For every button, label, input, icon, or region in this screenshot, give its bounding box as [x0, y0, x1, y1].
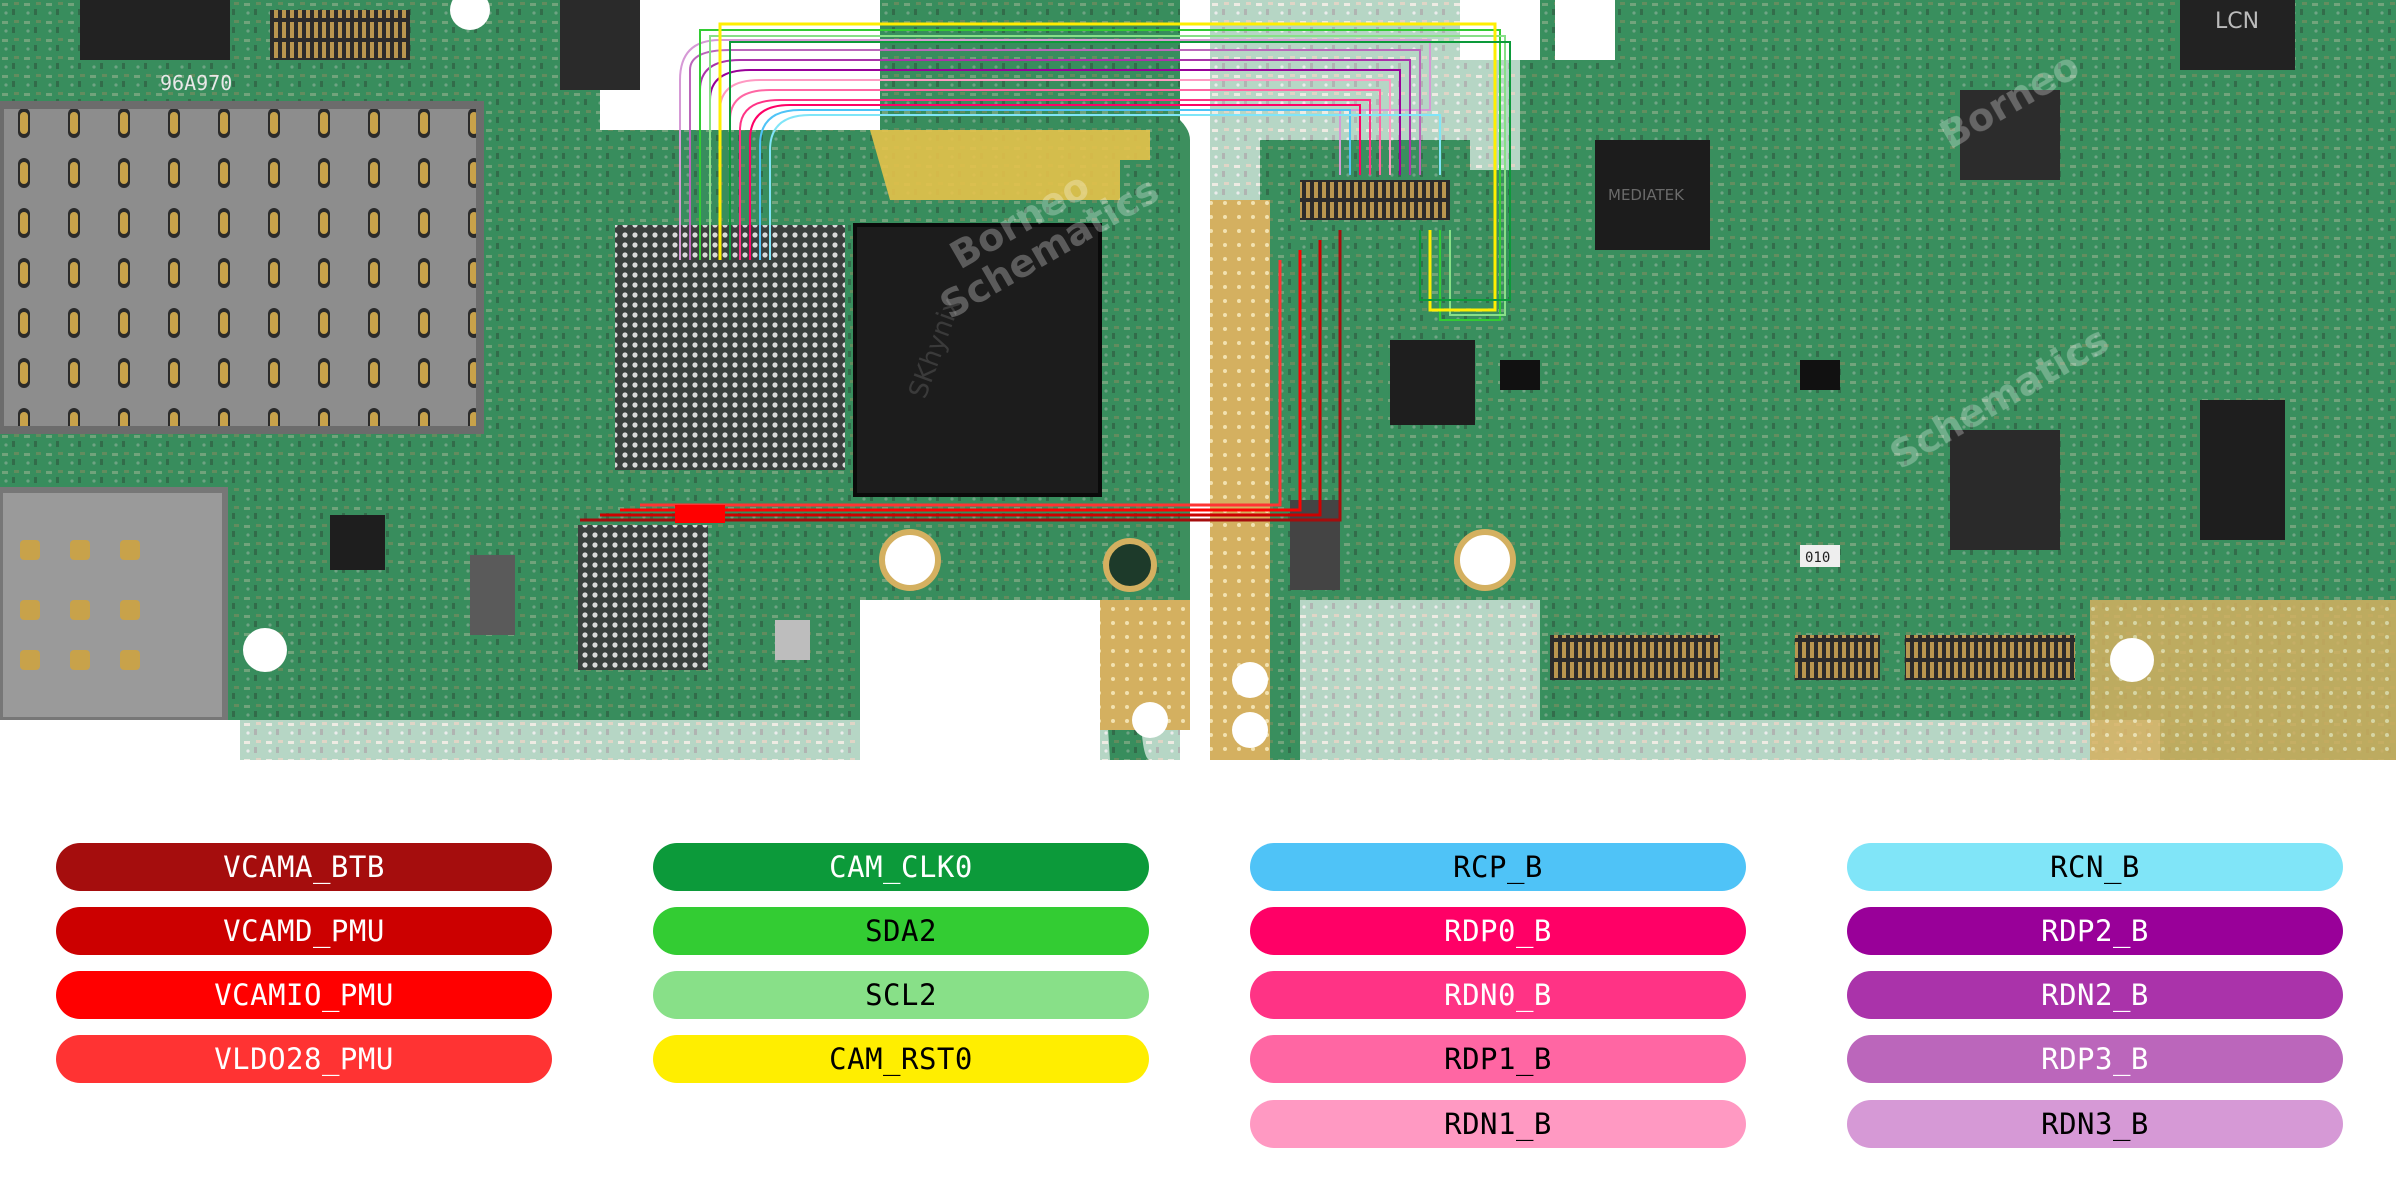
sim-tray — [0, 105, 480, 430]
mediatek-chip — [1595, 140, 1710, 250]
legend-item-vcamd-pmu: VCAMD_PMU — [56, 907, 552, 955]
signal-traces — [580, 22, 1511, 523]
legend-item-rdp3-b: RDP3_B — [1847, 1035, 2343, 1083]
legend-item-cam-clk0: CAM_CLK0 — [653, 843, 1149, 891]
pcb-board-photo: 96A970 SKhynix MEDIATEK — [0, 0, 2396, 780]
legend-item-vcamio-pmu: VCAMIO_PMU — [56, 971, 552, 1019]
left-board: 96A970 SKhynix — [0, 0, 1190, 780]
legend-item-sda2: SDA2 — [653, 907, 1149, 955]
legend-item-rcp-b: RCP_B — [1250, 843, 1746, 891]
legend-item-cam-rst0: CAM_RST0 — [653, 1035, 1149, 1083]
legend-item-rdp1-b: RDP1_B — [1250, 1035, 1746, 1083]
legend-item-rdn2-b: RDN2_B — [1847, 971, 2343, 1019]
chip-010-marking: 010 — [1805, 550, 1830, 566]
connector-96-marking: 96A970 — [160, 71, 232, 95]
camera-connector — [1300, 180, 1450, 220]
soc-bga-area — [615, 225, 845, 470]
right-board: MEDIATEK LCN 010 — [1210, 0, 2396, 760]
lcn-marking: LCN — [2215, 9, 2259, 34]
legend-item-vcama-btb: VCAMA_BTB — [56, 843, 552, 891]
mediatek-marking: MEDIATEK — [1608, 186, 1685, 204]
legend-item-rdp2-b: RDP2_B — [1847, 907, 2343, 955]
legend-item-rcn-b: RCN_B — [1847, 843, 2343, 891]
legend-item-scl2: SCL2 — [653, 971, 1149, 1019]
legend-item-rdp0-b: RDP0_B — [1250, 907, 1746, 955]
pmic-bga — [578, 525, 708, 670]
ram-chip — [853, 223, 1102, 497]
legend-item-rdn0-b: RDN0_B — [1250, 971, 1746, 1019]
legend-item-rdn1-b: RDN1_B — [1250, 1100, 1746, 1148]
sim-socket — [0, 487, 228, 723]
legend-item-vldo28-pmu: VLDO28_PMU — [56, 1035, 552, 1083]
legend-item-rdn3-b: RDN3_B — [1847, 1100, 2343, 1148]
